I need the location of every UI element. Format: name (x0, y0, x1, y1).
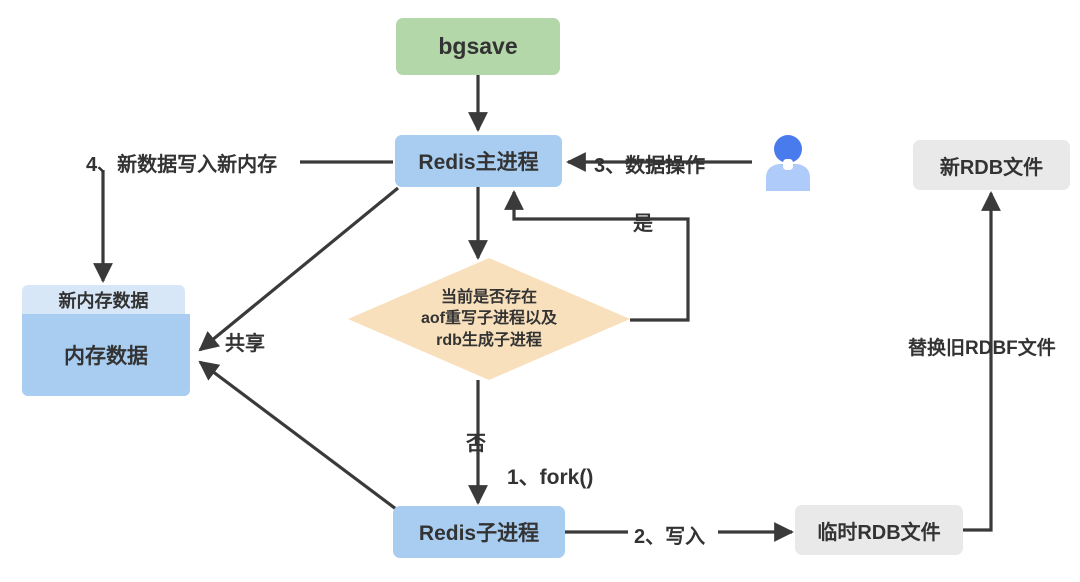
user-avatar-icon (762, 133, 814, 191)
node-new-rdb-file[interactable]: 新RDB文件 (913, 140, 1070, 190)
node-temp-rdb-file-label: 临时RDB文件 (817, 521, 941, 544)
node-bgsave[interactable]: bgsave (396, 18, 560, 75)
node-new-memory-data-label: 新内存数据 (58, 290, 149, 311)
node-decision-line2: aof重写子进程以及 (420, 310, 557, 328)
node-decision-line1: 当前是否存在 (440, 289, 537, 307)
edge-label-replace-old-rdbf: 替换旧RDBF文件 (908, 338, 1056, 359)
user-avatar-glyph (766, 135, 810, 191)
edge-label-yes: 是 (633, 213, 653, 235)
decision-diamond-shape (348, 258, 630, 380)
edge-label-write: 2、写入 (634, 526, 706, 548)
node-decision-label: 当前是否存在 aof重写子进程以及 rdb生成子进程 (348, 258, 630, 380)
node-redis-child-process-label: Redis子进程 (418, 522, 540, 545)
node-memory-data[interactable]: 内存数据 (22, 314, 190, 396)
node-new-rdb-file-label: 新RDB文件 (939, 156, 1044, 179)
edge-label-data-operation: 3、数据操作 (594, 155, 706, 177)
edge-label-write-new-memory: 4、新数据写入新内存 (86, 154, 278, 176)
edge-label-fork: 1、fork() (507, 466, 594, 489)
node-decision[interactable]: 当前是否存在 aof重写子进程以及 rdb生成子进程 (348, 258, 630, 380)
node-bgsave-label: bgsave (438, 33, 518, 59)
node-memory-data-label: 内存数据 (64, 345, 148, 368)
edge-temp-rdb-to-new-rdb (963, 191, 1001, 532)
edge-child-to-memory (198, 360, 401, 514)
node-new-memory-data[interactable]: 新内存数据 (22, 285, 185, 314)
node-redis-main-process[interactable]: Redis主进程 (395, 135, 562, 187)
node-decision-line3: rdb生成子进程 (436, 331, 542, 349)
node-temp-rdb-file[interactable]: 临时RDB文件 (795, 505, 963, 555)
node-redis-child-process[interactable]: Redis子进程 (393, 506, 565, 558)
node-redis-main-process-label: Redis主进程 (418, 151, 539, 174)
edge-label-share: 共享 (225, 333, 265, 355)
edge-label-no: 否 (466, 433, 486, 455)
